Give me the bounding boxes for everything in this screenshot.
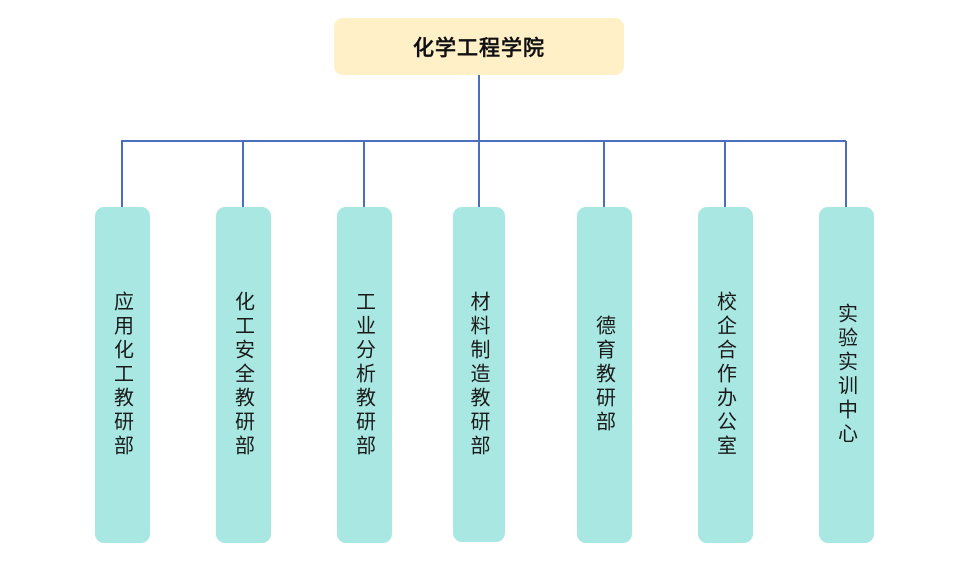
dept-node-label: 实验实训中心: [834, 303, 859, 447]
dept-node-label: 工业分析教研部: [352, 291, 377, 459]
dept-node-moral-education: 德育教研部: [577, 207, 632, 543]
dept-node-training-center: 实验实训中心: [819, 207, 874, 543]
root-node-label: 化学工程学院: [413, 35, 545, 60]
dept-node-label: 应用化工教研部: [110, 291, 135, 459]
dept-node-applied-chem: 应用化工教研部: [95, 207, 150, 543]
dept-node-label: 材料制造教研部: [467, 290, 491, 459]
dept-node-school-enterprise: 校企合作办公室: [698, 207, 753, 543]
dept-node-label: 校企合作办公室: [713, 291, 738, 459]
dept-node-chem-safety: 化工安全教研部: [216, 207, 271, 543]
dept-node-industrial-analysis: 工业分析教研部: [337, 207, 392, 543]
dept-node-label: 德育教研部: [592, 315, 617, 435]
dept-node-materials: 材料制造教研部: [453, 207, 505, 542]
root-node: 化学工程学院: [334, 18, 624, 75]
dept-node-label: 化工安全教研部: [231, 291, 256, 459]
